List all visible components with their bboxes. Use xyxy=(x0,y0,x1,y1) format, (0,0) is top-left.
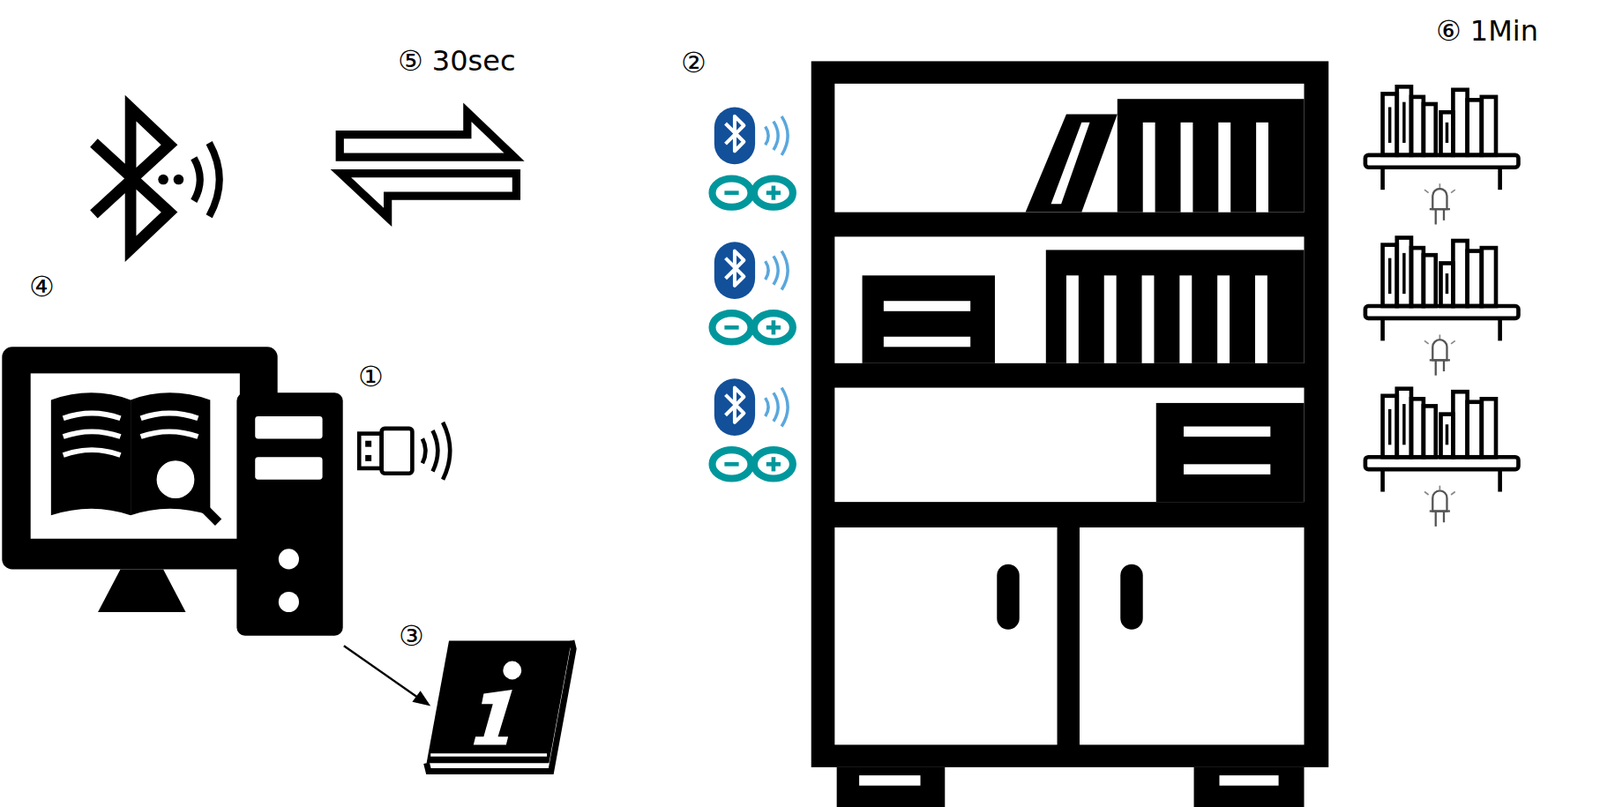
computer-icon-part xyxy=(254,456,322,479)
bookshelf-part xyxy=(1183,463,1271,475)
leader-arrow-part xyxy=(343,645,419,698)
bookshelf-part xyxy=(1117,98,1305,212)
bookshelf-part xyxy=(837,767,946,807)
bookshelf-part xyxy=(862,275,995,363)
bookshelf-part xyxy=(1218,775,1279,786)
usb-dongle-part xyxy=(358,433,382,469)
bookshelf-part xyxy=(834,83,1304,213)
info-book-icon-part xyxy=(426,640,572,763)
computer-icon-part xyxy=(278,548,300,569)
bluetooth-symbol xyxy=(93,108,219,250)
exchange-arrows-part xyxy=(339,112,515,158)
shelf-led-icon-part xyxy=(1365,238,1519,376)
info-book-icon-part xyxy=(502,661,522,681)
info-book-icon-part xyxy=(430,753,547,756)
bookshelf-part xyxy=(1256,122,1269,213)
bookshelf-part xyxy=(883,336,971,348)
bookshelf-part xyxy=(1120,564,1143,630)
bookshelf-part xyxy=(1218,122,1231,213)
computer-icon xyxy=(1,346,343,636)
bookshelf-part xyxy=(1217,275,1230,363)
info-book-icon-part xyxy=(426,640,575,771)
computer-icon-part xyxy=(141,412,199,437)
exchange-arrows xyxy=(339,112,516,217)
usb-dongle-part xyxy=(433,430,439,472)
exchange-arrows-part xyxy=(340,173,516,218)
callout-number: ⑤ 30sec xyxy=(397,45,516,77)
computer-icon-part xyxy=(153,456,199,502)
computer-icon-part xyxy=(278,591,300,613)
bookshelf-part xyxy=(859,775,920,786)
bookshelf-part xyxy=(1255,275,1268,363)
bookshelf-part xyxy=(834,236,1304,363)
computer-icon-part xyxy=(63,412,121,455)
computer-icon-part xyxy=(1,346,277,569)
callout-number: ① xyxy=(358,361,384,393)
callout-number: ⑥ 1Min xyxy=(1435,15,1539,47)
bluetooth-symbol-part xyxy=(194,157,201,202)
bookshelf-part xyxy=(1194,767,1305,807)
bookshelf-part xyxy=(996,564,1019,630)
bookshelf-part xyxy=(1051,122,1091,205)
bookshelf-part xyxy=(1142,275,1155,363)
callout-number: ③ xyxy=(398,620,425,652)
callout-number: ④ xyxy=(29,271,55,303)
bluetooth-symbol-part xyxy=(93,108,170,250)
usb-dongle-part xyxy=(365,441,372,448)
bluetooth-arduino-module xyxy=(712,106,793,479)
leader-arrow-part xyxy=(411,690,431,706)
bookshelf-part xyxy=(1025,114,1118,213)
bookshelf-part xyxy=(1179,275,1192,363)
bookshelf-part xyxy=(1046,249,1305,363)
usb-dongle-part xyxy=(422,438,426,464)
shelf-led-icon xyxy=(1365,86,1519,527)
bluetooth-arduino-module-part xyxy=(712,241,793,342)
bookshelf-part xyxy=(1183,426,1271,438)
leader-arrow xyxy=(343,645,431,706)
bookshelf-part xyxy=(1143,122,1156,213)
computer-icon-part xyxy=(97,568,186,613)
bookshelf-part xyxy=(1156,403,1305,502)
bookshelf-part xyxy=(1104,275,1117,363)
callout-number: ② xyxy=(680,47,707,79)
bookshelf-part xyxy=(883,300,971,312)
computer-icon-part xyxy=(236,392,343,636)
usb-dongle-part xyxy=(365,455,372,462)
info-book-icon-part xyxy=(473,689,513,745)
computer-icon-part xyxy=(191,495,218,523)
bluetooth-arduino-module-part xyxy=(712,106,793,207)
computer-icon-part xyxy=(51,392,131,516)
usb-dongle xyxy=(358,422,450,480)
computer-icon-part xyxy=(30,373,240,539)
bluetooth-arduino-module-part xyxy=(712,378,793,479)
bookshelf-part xyxy=(834,388,1304,503)
bluetooth-symbol-part xyxy=(157,174,169,186)
usb-dongle-part xyxy=(442,422,450,480)
bookshelf-part xyxy=(834,527,1057,745)
usb-dongle-part xyxy=(381,428,413,474)
bluetooth-symbol-part xyxy=(173,174,185,186)
bookshelf-part xyxy=(811,60,1330,767)
shelf-led-icon-part xyxy=(1365,388,1519,527)
computer-icon-part xyxy=(254,416,322,439)
bookshelf-part xyxy=(1079,527,1305,745)
bluetooth-symbol-part xyxy=(209,142,220,217)
bookshelf xyxy=(811,60,1330,807)
info-book-icon xyxy=(426,640,575,771)
bookshelf-part xyxy=(1181,122,1194,213)
shelf-led-icon-part xyxy=(1365,86,1519,225)
bookshelf-part xyxy=(1066,275,1079,363)
